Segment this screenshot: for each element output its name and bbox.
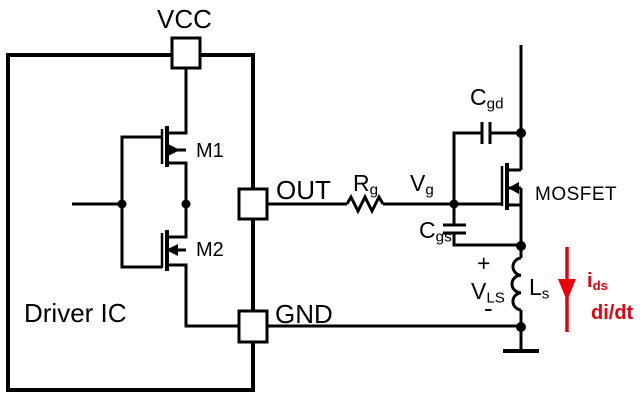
vg-sub: g: [425, 181, 434, 199]
vg-junction-dot: [449, 199, 459, 209]
driver-ic-box: [6, 53, 255, 392]
cgs-bottom-wire: [452, 233, 521, 247]
mosfet-arrow: [508, 182, 519, 194]
ids-sub: ds: [592, 278, 608, 294]
current-direction-arrow: [558, 247, 576, 332]
mosfet-label: MOSFET: [535, 184, 618, 205]
output-junction-dot: [181, 199, 191, 209]
rg-sub: g: [369, 181, 379, 199]
vls-label: VLS: [471, 280, 505, 306]
out-label: OUT: [276, 175, 331, 205]
ls-base: L: [529, 274, 542, 300]
resistor-rg-zigzag: [345, 193, 385, 215]
cgd-left-wire: [452, 131, 481, 204]
m2-source-wire: [167, 263, 239, 328]
drain-junction-dot: [516, 128, 526, 138]
input-junction-dot: [117, 199, 127, 209]
m2-drain-wire: [167, 204, 188, 239]
m1-label: M1: [196, 140, 224, 162]
current-arrow-head: [558, 279, 576, 301]
ids-label: ids: [587, 271, 608, 292]
m2-label: M2: [196, 239, 224, 261]
gnd-label: GND: [275, 299, 333, 329]
gate-bus-wire: [72, 135, 162, 269]
source-junction-dot: [516, 241, 526, 251]
cgs-base: C: [419, 217, 436, 243]
rg-base: R: [353, 170, 370, 196]
vls-minus-label: -: [484, 293, 493, 323]
cgd-sub: gd: [486, 95, 504, 113]
inductor-ls-coil: [510, 256, 522, 312]
didt-label: di/dt: [591, 302, 634, 324]
cgd-base: C: [470, 84, 487, 110]
capacitor-cgd-plates: [480, 122, 492, 144]
ground-junction-dot: [516, 322, 526, 332]
vls-base: V: [471, 278, 487, 304]
m1-arrow: [168, 144, 180, 156]
m1-drain-wire: [167, 68, 188, 135]
vls-sub: LS: [486, 289, 505, 307]
driver-ic-label: Driver IC: [24, 298, 127, 328]
cgs-label: Cgs: [419, 219, 452, 245]
ls-sub: s: [541, 285, 550, 303]
vg-label: Vg: [410, 172, 434, 198]
vls-plus-label: +: [477, 250, 491, 276]
vcc-pad: [170, 36, 202, 70]
cgs-sub: gs: [435, 228, 452, 246]
cgd-label: Cgd: [470, 86, 504, 112]
ls-label: Ls: [529, 276, 549, 302]
rg-label: Rg: [353, 172, 378, 198]
vcc-label: VCC: [157, 4, 212, 34]
m2-arrow: [166, 244, 178, 256]
gnd-pad: [237, 309, 269, 344]
m1-source-wire: [167, 161, 188, 204]
out-pad: [237, 187, 269, 221]
vg-base: V: [410, 170, 426, 196]
ids-base: i: [587, 270, 593, 292]
